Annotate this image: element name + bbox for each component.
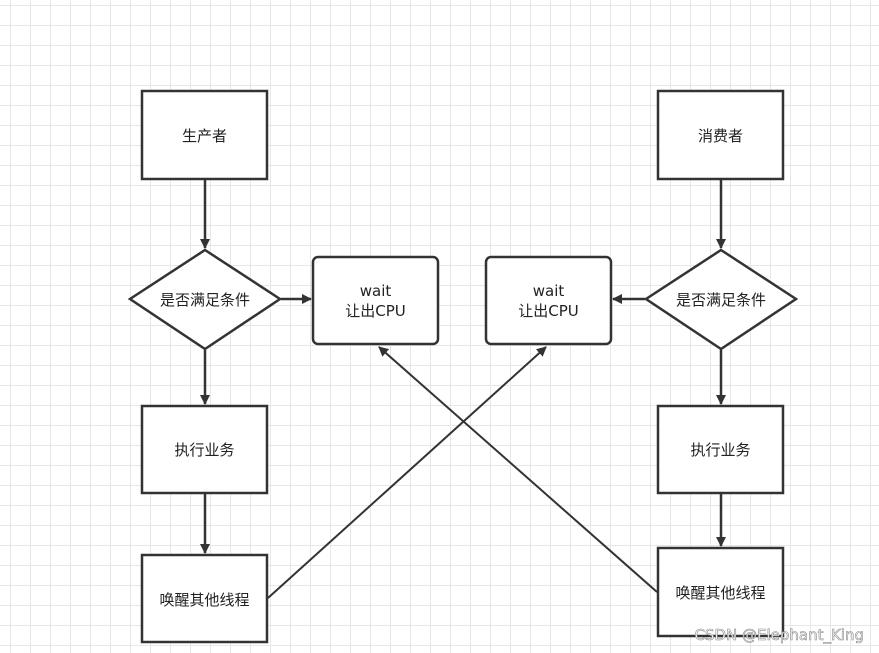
producer-work-label: 执行业务 xyxy=(174,441,234,459)
consumer-start-node[interactable]: 消费者 xyxy=(656,89,785,181)
producer-notify-label: 唤醒其他线程 xyxy=(159,591,249,609)
edge-consumer-notify-to-producer-wait xyxy=(378,346,658,593)
consumer-decision-label: 是否满足条件 xyxy=(676,291,766,309)
producer-wait-node[interactable]: wait 让出CPU xyxy=(311,255,440,346)
consumer-work-label: 执行业务 xyxy=(690,441,750,459)
consumer-start-label: 消费者 xyxy=(698,127,743,145)
producer-start-node[interactable]: 生产者 xyxy=(140,89,269,181)
producer-notify-node[interactable]: 唤醒其他线程 xyxy=(140,553,269,644)
edge-producer-notify-to-consumer-wait xyxy=(267,346,547,599)
consumer-wait-node[interactable]: wait 让出CPU xyxy=(484,255,613,346)
consumer-decision-node[interactable]: 是否满足条件 xyxy=(643,248,799,351)
producer-wait-label-line2: 让出CPU xyxy=(345,302,406,320)
producer-decision-label: 是否满足条件 xyxy=(160,291,250,309)
consumer-notify-node[interactable]: 唤醒其他线程 xyxy=(656,546,785,638)
producer-start-label: 生产者 xyxy=(182,127,227,145)
consumer-wait-label-line1: wait xyxy=(533,282,565,300)
producer-wait-label-line1: wait xyxy=(360,282,392,300)
watermark: CSDN @Elephant_King xyxy=(694,626,864,645)
consumer-work-node[interactable]: 执行业务 xyxy=(656,404,785,495)
producer-decision-node[interactable]: 是否满足条件 xyxy=(127,248,283,351)
producer-work-node[interactable]: 执行业务 xyxy=(140,404,269,495)
consumer-wait-label-line2: 让出CPU xyxy=(518,302,579,320)
consumer-notify-label: 唤醒其他线程 xyxy=(675,584,765,602)
